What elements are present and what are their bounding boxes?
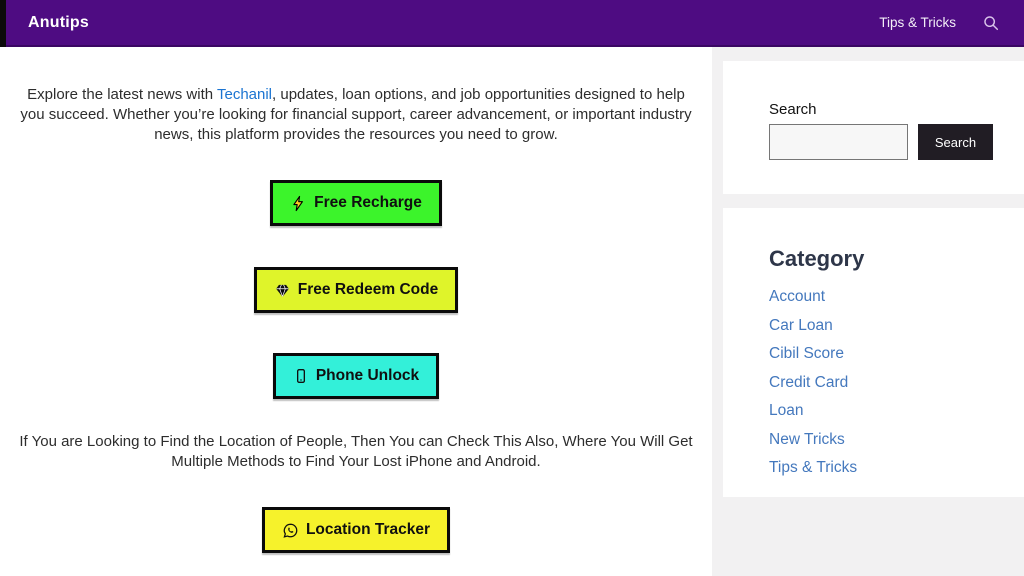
button-label: Free Redeem Code	[297, 281, 439, 298]
left-edge-bar	[0, 0, 6, 47]
gem-icon	[274, 282, 291, 299]
site-logo[interactable]: Anutips	[28, 13, 89, 31]
search-button[interactable]: Search	[918, 124, 993, 160]
intro-text-before: Explore the latest news with	[27, 86, 217, 103]
category-link-credit-card[interactable]: Credit Card	[769, 373, 849, 391]
category-link-loan[interactable]: Loan	[769, 402, 804, 419]
button-label: Phone Unlock	[315, 367, 420, 384]
category-link-new-tricks[interactable]: New Tricks	[769, 430, 845, 448]
category-link-cibil-score[interactable]: Cibil Score	[769, 345, 844, 362]
button-label: Location Tracker	[305, 521, 431, 538]
page-body: Explore the latest news with Techanil, u…	[0, 47, 1024, 576]
button-row: Phone Unlock	[0, 353, 712, 399]
sidebar: Search Search Category Account Car Loan …	[712, 47, 1024, 576]
category-title: Category	[769, 246, 865, 271]
location-tracker-button[interactable]: Location Tracker	[261, 507, 451, 553]
smartphone-icon	[293, 367, 309, 385]
nav-item-tips-tricks[interactable]: Tips & Tricks	[879, 15, 956, 30]
category-link-tips-tricks[interactable]: Tips & Tricks	[769, 459, 858, 476]
search-label: Search	[769, 101, 817, 118]
header-nav: Tips & Tricks	[879, 14, 1000, 32]
free-recharge-button[interactable]: Free Recharge	[270, 180, 442, 226]
button-label: Free Recharge	[314, 194, 422, 211]
button-row: Free Recharge	[0, 180, 712, 226]
site-header: Anutips Tips & Tricks	[0, 0, 1024, 47]
techanil-link[interactable]: Techanil	[216, 86, 273, 103]
free-redeem-code-button[interactable]: Free Redeem Code	[253, 267, 459, 313]
intro-paragraph: Explore the latest news with Techanil, u…	[18, 85, 694, 145]
button-row: Location Tracker	[0, 507, 712, 553]
header-search-icon[interactable]	[982, 14, 1000, 32]
search-row: Search	[769, 124, 1004, 160]
search-widget: Search Search	[723, 61, 1024, 194]
category-widget: Category Account Car Loan Cibil Score Cr…	[723, 208, 1024, 497]
category-link-car-loan[interactable]: Car Loan	[769, 316, 833, 334]
location-paragraph: If You are Looking to Find the Location …	[19, 433, 693, 470]
phone-unlock-button[interactable]: Phone Unlock	[272, 353, 440, 399]
intro-text-after: , updates, loan options, and job opportu…	[20, 86, 692, 143]
main-content: Explore the latest news with Techanil, u…	[0, 47, 712, 576]
button-row: Free Redeem Code	[0, 267, 712, 313]
whatsapp-icon	[282, 522, 299, 539]
lightning-icon	[290, 195, 307, 212]
category-link-account[interactable]: Account	[769, 288, 826, 305]
search-input[interactable]	[769, 124, 908, 160]
